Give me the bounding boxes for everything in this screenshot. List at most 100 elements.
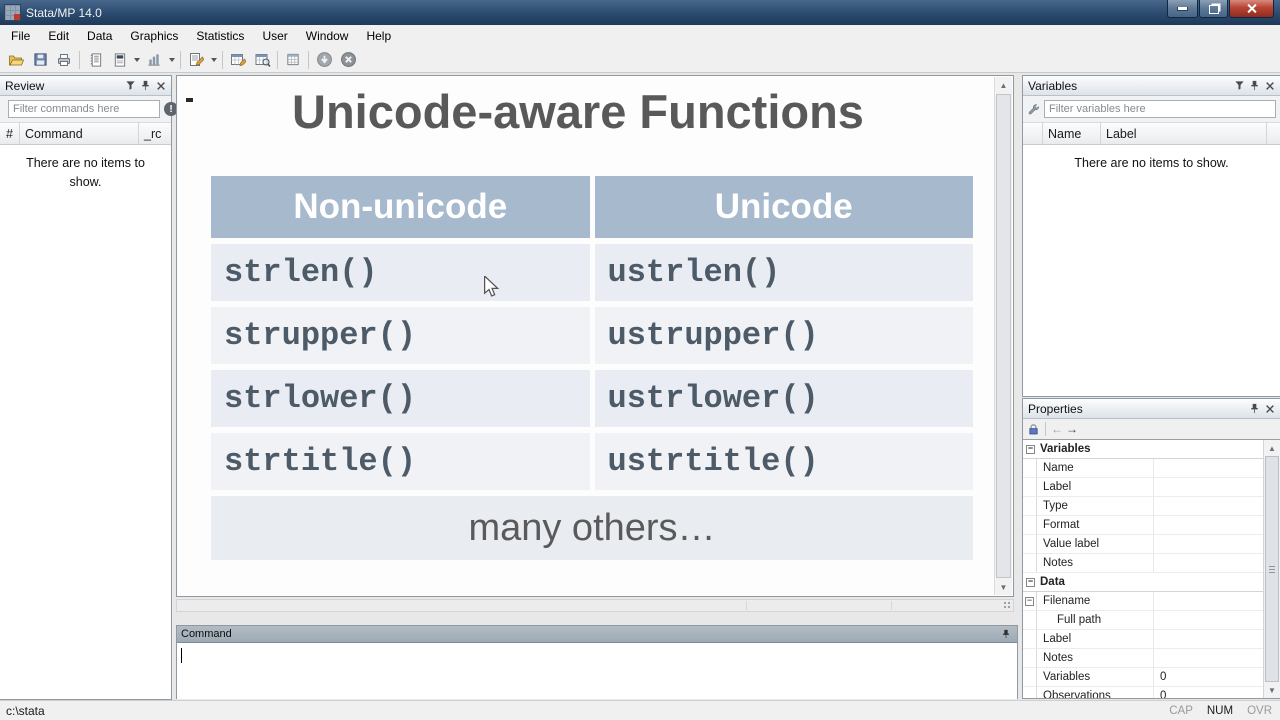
strip-divider (746, 601, 747, 610)
variables-column-headers: Name Label (1023, 123, 1280, 145)
toolbar-separator (222, 50, 223, 69)
prop-value[interactable] (1154, 649, 1264, 667)
data-editor-icon (231, 53, 246, 66)
prop-value[interactable]: 0 (1160, 690, 1167, 698)
pin-icon[interactable] (1247, 78, 1262, 93)
scroll-down-icon[interactable] (1264, 682, 1280, 698)
property-row: Name (1023, 459, 1264, 478)
prop-value[interactable]: 0 (1160, 671, 1167, 683)
prop-value[interactable] (1154, 478, 1264, 496)
variables-title: Variables (1028, 78, 1078, 93)
command-title: Command (181, 628, 232, 640)
review-col-number[interactable]: # (0, 123, 20, 144)
menu-graphics[interactable]: Graphics (130, 29, 179, 43)
resize-grip[interactable] (1003, 601, 1011, 609)
prop-value[interactable] (1154, 592, 1264, 610)
prop-label: Filename (1037, 592, 1154, 610)
results-scrollbar[interactable] (994, 77, 1012, 595)
property-row: Format (1023, 516, 1264, 535)
save-icon (33, 53, 47, 66)
variables-col-extra[interactable] (1267, 123, 1280, 144)
open-button[interactable] (4, 49, 28, 71)
property-row: Notes (1023, 554, 1264, 573)
lock-icon[interactable] (1027, 423, 1040, 436)
data-browser-button[interactable] (250, 49, 274, 71)
show-more-results-button[interactable] (312, 49, 336, 71)
property-row: Label (1023, 630, 1264, 649)
pin-icon[interactable] (1247, 401, 1262, 416)
viewer-dropdown[interactable] (131, 49, 142, 71)
data-editor-button[interactable] (226, 49, 250, 71)
table-row: strlower() ustrlower() (211, 370, 973, 427)
collapse-icon[interactable] (1026, 577, 1035, 587)
scroll-up-icon[interactable] (1264, 440, 1280, 456)
do-file-editor-dropdown[interactable] (208, 49, 219, 71)
viewer-button[interactable] (107, 49, 131, 71)
prop-value[interactable] (1154, 535, 1264, 553)
properties-title: Properties (1028, 401, 1083, 416)
properties-scrollbar[interactable] (1263, 440, 1280, 698)
variables-manager-button[interactable] (281, 49, 305, 71)
back-arrow-icon[interactable]: ← (1051, 422, 1063, 436)
menu-file[interactable]: File (11, 29, 31, 43)
graph-dropdown[interactable] (166, 49, 177, 71)
close-icon[interactable] (1262, 78, 1277, 93)
close-icon[interactable] (1262, 401, 1277, 416)
review-col-rc[interactable]: _rc (144, 126, 162, 141)
log-button[interactable] (83, 49, 107, 71)
variables-col-name[interactable]: Name (1043, 123, 1101, 144)
minimize-button[interactable] (1167, 0, 1198, 18)
menu-statistics[interactable]: Statistics (196, 29, 245, 43)
print-button[interactable] (52, 49, 76, 71)
review-filter-input[interactable] (8, 100, 160, 118)
prop-value[interactable] (1154, 459, 1264, 477)
prop-value[interactable] (1154, 630, 1264, 648)
variables-col-label[interactable]: Label (1101, 123, 1267, 144)
status-bar: c:\stata CAP NUM OVR (0, 700, 1280, 720)
review-col-command[interactable]: Command (20, 123, 139, 144)
review-title: Review (5, 78, 45, 93)
menu-help[interactable]: Help (366, 29, 392, 43)
menu-user[interactable]: User (262, 29, 288, 43)
command-panel: Command (176, 625, 1018, 699)
viewer-icon (114, 52, 125, 67)
collapse-icon[interactable] (1025, 596, 1034, 606)
prop-value[interactable] (1154, 516, 1264, 534)
variables-filter-input[interactable] (1044, 100, 1276, 118)
scroll-up-icon[interactable] (995, 77, 1012, 93)
close-button[interactable] (1229, 0, 1274, 18)
property-row: Full path (1023, 611, 1264, 630)
collapse-icon[interactable] (1026, 444, 1035, 454)
menu-window[interactable]: Window (305, 29, 349, 43)
close-icon[interactable] (153, 78, 168, 93)
restore-button[interactable] (1199, 0, 1228, 18)
filter-icon[interactable] (1232, 78, 1247, 93)
prop-value[interactable] (1154, 611, 1264, 629)
log-icon (90, 52, 101, 67)
save-button[interactable] (28, 49, 52, 71)
variables-filter-row (1023, 96, 1280, 123)
graph-button[interactable] (142, 49, 166, 71)
menu-data[interactable]: Data (87, 29, 113, 43)
command-input[interactable] (177, 643, 1017, 699)
scrollbar-thumb[interactable] (1265, 456, 1279, 682)
prop-value[interactable] (1154, 497, 1264, 515)
properties-title-bar: Properties (1023, 399, 1280, 419)
variables-col-marker[interactable] (1023, 123, 1043, 144)
minimize-icon (1177, 6, 1188, 11)
do-file-editor-button[interactable] (184, 49, 208, 71)
prop-value[interactable] (1154, 554, 1264, 572)
break-button[interactable] (336, 49, 360, 71)
menu-edit[interactable]: Edit (48, 29, 70, 43)
pin-icon[interactable] (138, 78, 153, 93)
pin-icon[interactable] (998, 627, 1013, 642)
scrollbar-thumb[interactable] (996, 94, 1011, 578)
property-row: Notes (1023, 649, 1264, 668)
filter-icon[interactable] (123, 78, 138, 93)
group-variables[interactable]: Variables (1023, 440, 1264, 459)
scroll-down-icon[interactable] (995, 579, 1012, 595)
info-icon[interactable] (164, 102, 178, 116)
forward-arrow-icon[interactable]: → (1066, 422, 1078, 436)
review-filter-row (0, 96, 178, 123)
group-data[interactable]: Data (1023, 573, 1264, 592)
